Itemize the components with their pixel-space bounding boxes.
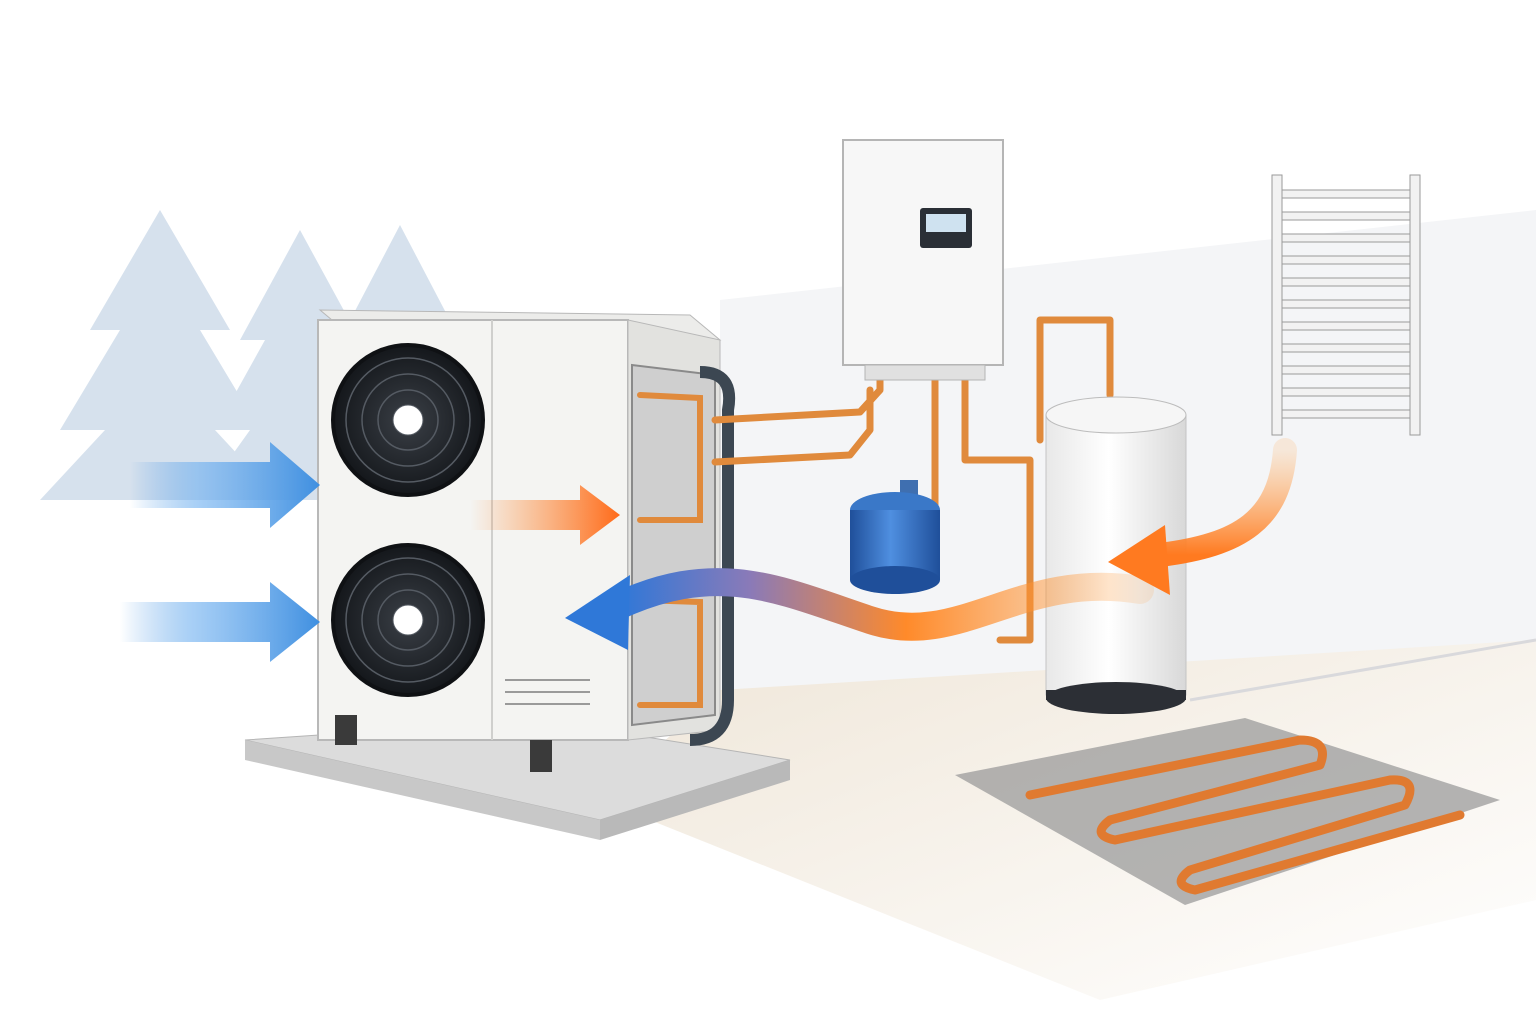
- heat-pump-outdoor-unit-icon: [317, 309, 736, 772]
- heat-exchanger-coil-icon: [631, 363, 736, 746]
- cold-air-intake-arrow-icon: [120, 582, 320, 662]
- concrete-base-pad: [244, 719, 791, 840]
- heat-transfer-arrow-icon: [470, 485, 620, 545]
- radiator-return-arrow-icon: [1108, 438, 1297, 595]
- expansion-vessel-icon: [850, 480, 940, 594]
- return-flow-arrow-icon: [565, 568, 1154, 650]
- underfloor-heating-loop-icon: [955, 718, 1500, 905]
- vent-slots: [505, 679, 590, 705]
- towel-radiator-icon: [1271, 174, 1421, 436]
- cold-air-intake-arrow-icon: [130, 442, 320, 528]
- wall-mounted-hydrobox-icon: [842, 139, 1004, 381]
- fan-grille-icon: [331, 543, 485, 697]
- fan-grille-icon: [331, 343, 485, 497]
